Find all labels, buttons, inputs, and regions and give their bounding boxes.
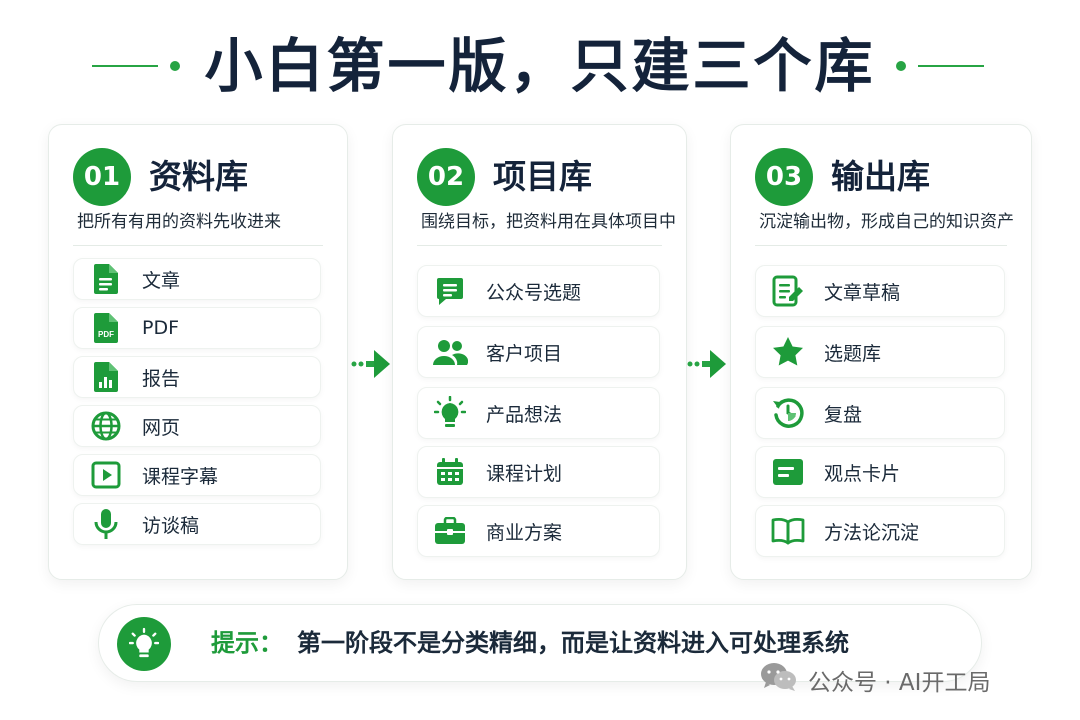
list-item-topic-library[interactable]: 选题库 [755,326,1005,378]
list-item-review[interactable]: 复盘 [755,387,1005,439]
watermark: 公众号 · AI开工局 [760,662,991,698]
tip-banner: 提示： 第一阶段不是分类精细，而是让资料进入可处理系统 [98,604,982,682]
card-title: 输出库 [831,157,930,196]
report-icon [88,359,124,395]
briefcase-icon [432,513,468,549]
card-title: 资料库 [149,157,248,196]
svg-text:PDF: PDF [98,330,114,339]
right-decor-line [918,65,984,67]
card-output-library: 03 输出库 沉淀输出物，形成自己的知识资产 文章草稿 选题库 复盘 观点卡片 … [730,124,1032,580]
item-label: 选题库 [824,342,882,365]
flow-arrow [686,344,730,384]
edit-document-icon [770,273,806,309]
list-item-methodology[interactable]: 方法论沉淀 [755,505,1005,557]
card-title: 项目库 [493,157,592,196]
flow-arrow [350,344,394,384]
list-item-interview-transcript[interactable]: 访谈稿 [73,503,321,545]
list-item-client-projects[interactable]: 客户项目 [417,326,660,378]
item-label: 公众号选题 [486,281,582,304]
title-row: 小白第一版，只建三个库 [0,30,1080,102]
card-subtitle: 沉淀输出物，形成自己的知识资产 [759,212,1014,232]
item-label: 商业方案 [486,521,563,544]
item-label: 文章 [142,269,181,292]
document-icon [88,261,124,297]
item-label: 文章草稿 [824,281,901,304]
list-item-opinion-cards[interactable]: 观点卡片 [755,446,1005,498]
card-divider [73,245,323,246]
item-label: 课程字幕 [142,465,219,488]
left-decor-dot [170,61,180,71]
list-item-pdf[interactable]: PDF PDF [73,307,321,349]
card-number-badge: 02 [417,148,475,206]
card-subtitle: 围绕目标，把资料用在具体项目中 [421,212,676,232]
list-item-course-subtitles[interactable]: 课程字幕 [73,454,321,496]
message-icon [432,273,468,309]
lightbulb-icon [117,617,171,671]
watermark-text: 公众号 · AI开工局 [808,670,991,696]
card-divider [755,245,1007,246]
item-label: 方法论沉淀 [824,521,920,544]
star-icon [770,334,806,370]
card-number-badge: 03 [755,148,813,206]
book-icon [770,513,806,549]
card-number-badge: 01 [73,148,131,206]
card-subtitle: 把所有有用的资料先收进来 [77,212,281,232]
list-item-article-drafts[interactable]: 文章草稿 [755,265,1005,317]
video-icon [88,457,124,493]
list-item-webpage[interactable]: 网页 [73,405,321,447]
item-label: PDF [142,317,180,339]
list-item-business-plan[interactable]: 商业方案 [417,505,660,557]
right-decor-dot [896,61,906,71]
item-label: 观点卡片 [824,462,901,485]
list-item-course-plan[interactable]: 课程计划 [417,446,660,498]
microphone-icon [88,506,124,542]
globe-icon [88,408,124,444]
left-decor-line [92,65,158,67]
tip-text: 第一阶段不是分类精细，而是让资料进入可处理系统 [297,629,849,657]
page-title: 小白第一版，只建三个库 [204,32,876,100]
item-label: 课程计划 [486,462,563,485]
card-project-library: 02 项目库 围绕目标，把资料用在具体项目中 公众号选题 客户项目 产品想法 课… [392,124,687,580]
item-label: 报告 [142,367,181,390]
item-label: 网页 [142,416,181,439]
users-icon [432,334,468,370]
list-item-article[interactable]: 文章 [73,258,321,300]
list-item-wechat-topics[interactable]: 公众号选题 [417,265,660,317]
card-icon [770,454,806,490]
card-resource-library: 01 资料库 把所有有用的资料先收进来 文章 PDF PDF 报告 网页 课程字… [48,124,348,580]
calendar-icon [432,454,468,490]
wechat-icon [760,662,798,698]
pdf-icon: PDF [88,310,124,346]
item-label: 产品想法 [486,403,563,426]
tip-label: 提示： [211,629,283,657]
review-icon [770,395,806,431]
item-label: 复盘 [824,403,863,426]
list-item-product-ideas[interactable]: 产品想法 [417,387,660,439]
lightbulb-icon [432,395,468,431]
item-label: 客户项目 [486,342,563,365]
card-divider [417,245,662,246]
list-item-report[interactable]: 报告 [73,356,321,398]
item-label: 访谈稿 [142,514,200,537]
